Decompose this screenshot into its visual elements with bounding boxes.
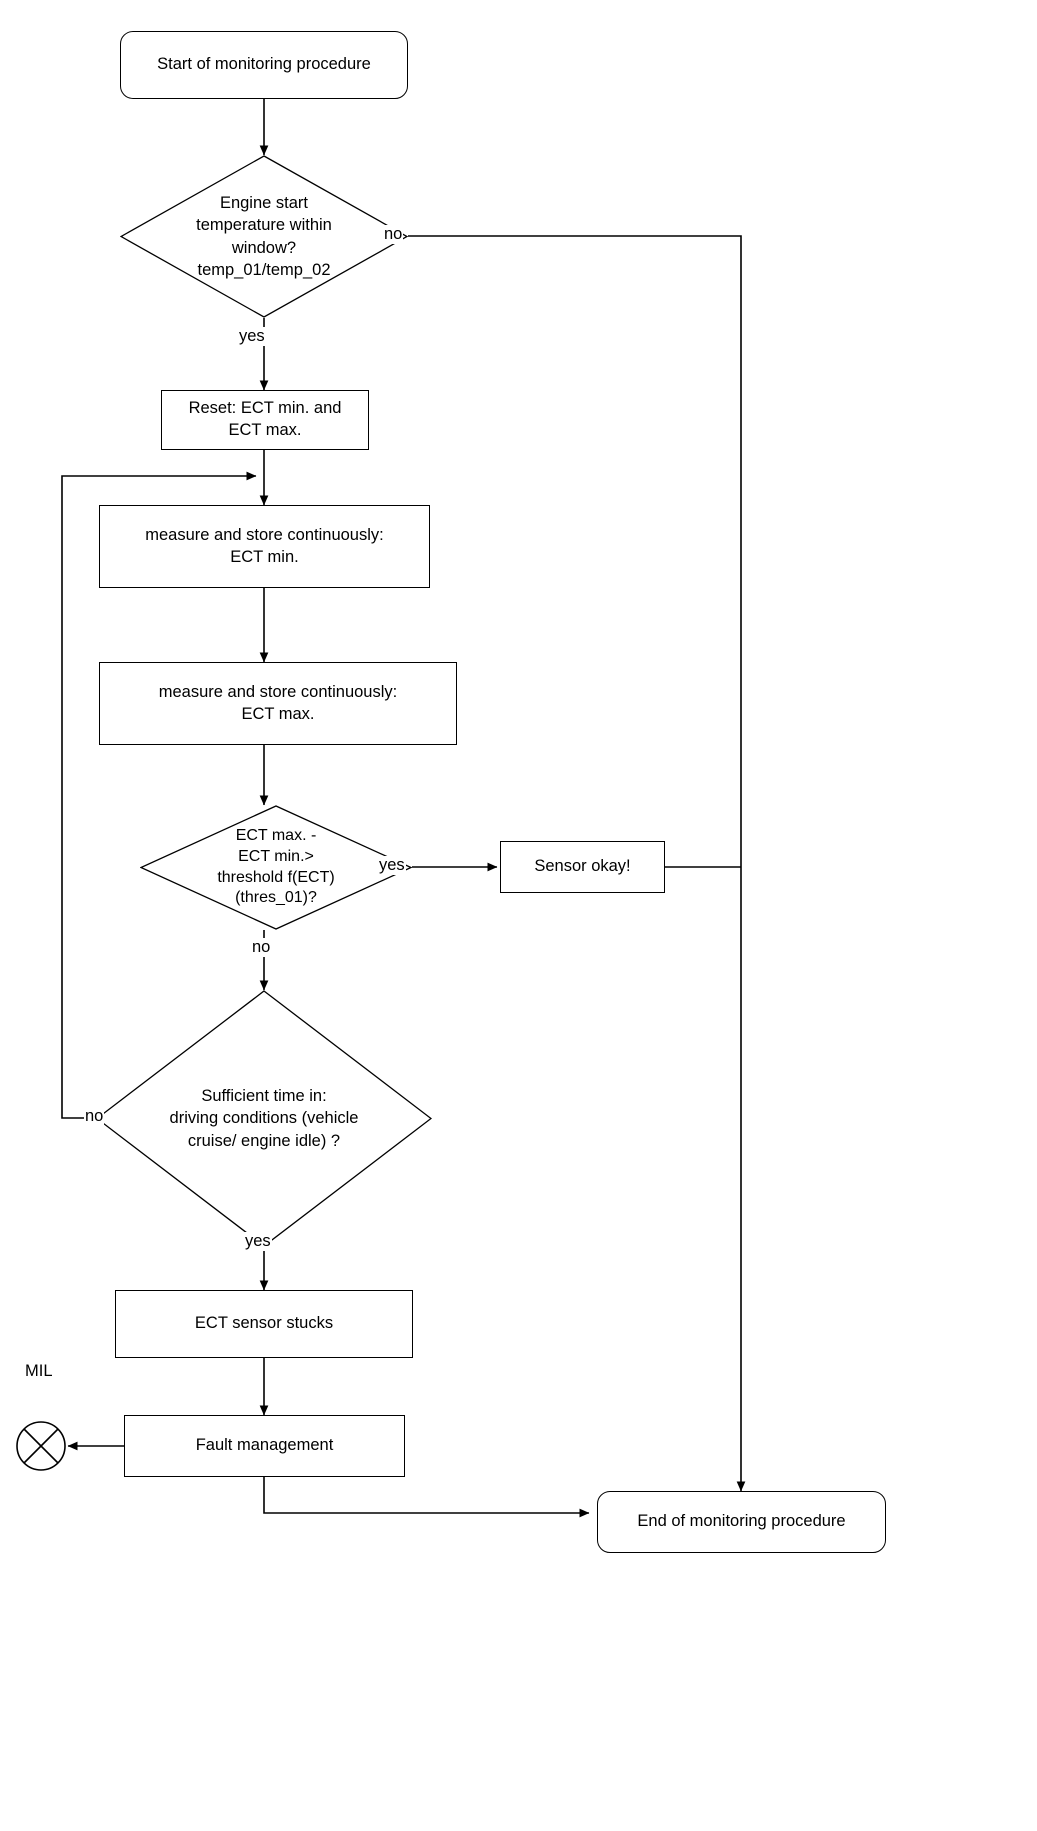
- node-measure-max[interactable]: measure and store continuously: ECT max.: [99, 662, 457, 745]
- node-ect-sensor-stucks-label: ECT sensor stucks: [194, 1314, 334, 1333]
- node-fault-management-label: Fault management: [195, 1436, 334, 1455]
- node-measure-max-label: measure and store continuously: ECT max.: [158, 682, 398, 723]
- node-start-label: Start of monitoring procedure: [157, 55, 371, 74]
- node-decision-temp-window-label: Engine start temperature within window? …: [196, 194, 332, 279]
- node-decision-temp-window[interactable]: Engine start temperature within window? …: [120, 155, 408, 318]
- node-start[interactable]: Start of monitoring procedure: [120, 31, 408, 99]
- node-measure-min-label: measure and store continuously: ECT min.: [145, 525, 384, 566]
- edge-label-sufficient-time-no: no: [84, 1107, 105, 1126]
- edge-label-threshold-no: no: [251, 938, 272, 957]
- mil-label: MIL: [25, 1362, 53, 1380]
- decision-threshold-shape: [140, 805, 412, 930]
- node-decision-threshold[interactable]: ECT max. - ECT min.> threshold f(ECT) (t…: [140, 805, 412, 930]
- node-end-label: End of monitoring procedure: [637, 1512, 846, 1531]
- node-end[interactable]: End of monitoring procedure: [597, 1491, 886, 1553]
- node-reset[interactable]: Reset: ECT min. and ECT max.: [161, 390, 369, 450]
- node-decision-sufficient-time-label: Sufficient time in: driving conditions (…: [169, 1087, 359, 1150]
- node-decision-sufficient-time[interactable]: Sufficient time in: driving conditions (…: [96, 990, 432, 1247]
- node-measure-min[interactable]: measure and store continuously: ECT min.: [99, 505, 430, 588]
- decision-temp-window-shape: [120, 155, 408, 318]
- node-ect-sensor-stucks[interactable]: ECT sensor stucks: [115, 1290, 413, 1358]
- node-reset-label: Reset: ECT min. and ECT max.: [188, 399, 342, 439]
- edge-label-temp-window-yes: yes: [238, 327, 266, 346]
- node-fault-management[interactable]: Fault management: [124, 1415, 405, 1477]
- edge-label-sufficient-time-yes: yes: [244, 1232, 272, 1251]
- node-sensor-okay[interactable]: Sensor okay!: [500, 841, 665, 893]
- edge-label-temp-window-no: no: [383, 225, 404, 244]
- node-sensor-okay-label: Sensor okay!: [534, 857, 631, 876]
- node-decision-threshold-label: ECT max. - ECT min.> threshold f(ECT) (t…: [217, 826, 335, 907]
- edge-label-threshold-yes: yes: [378, 856, 406, 875]
